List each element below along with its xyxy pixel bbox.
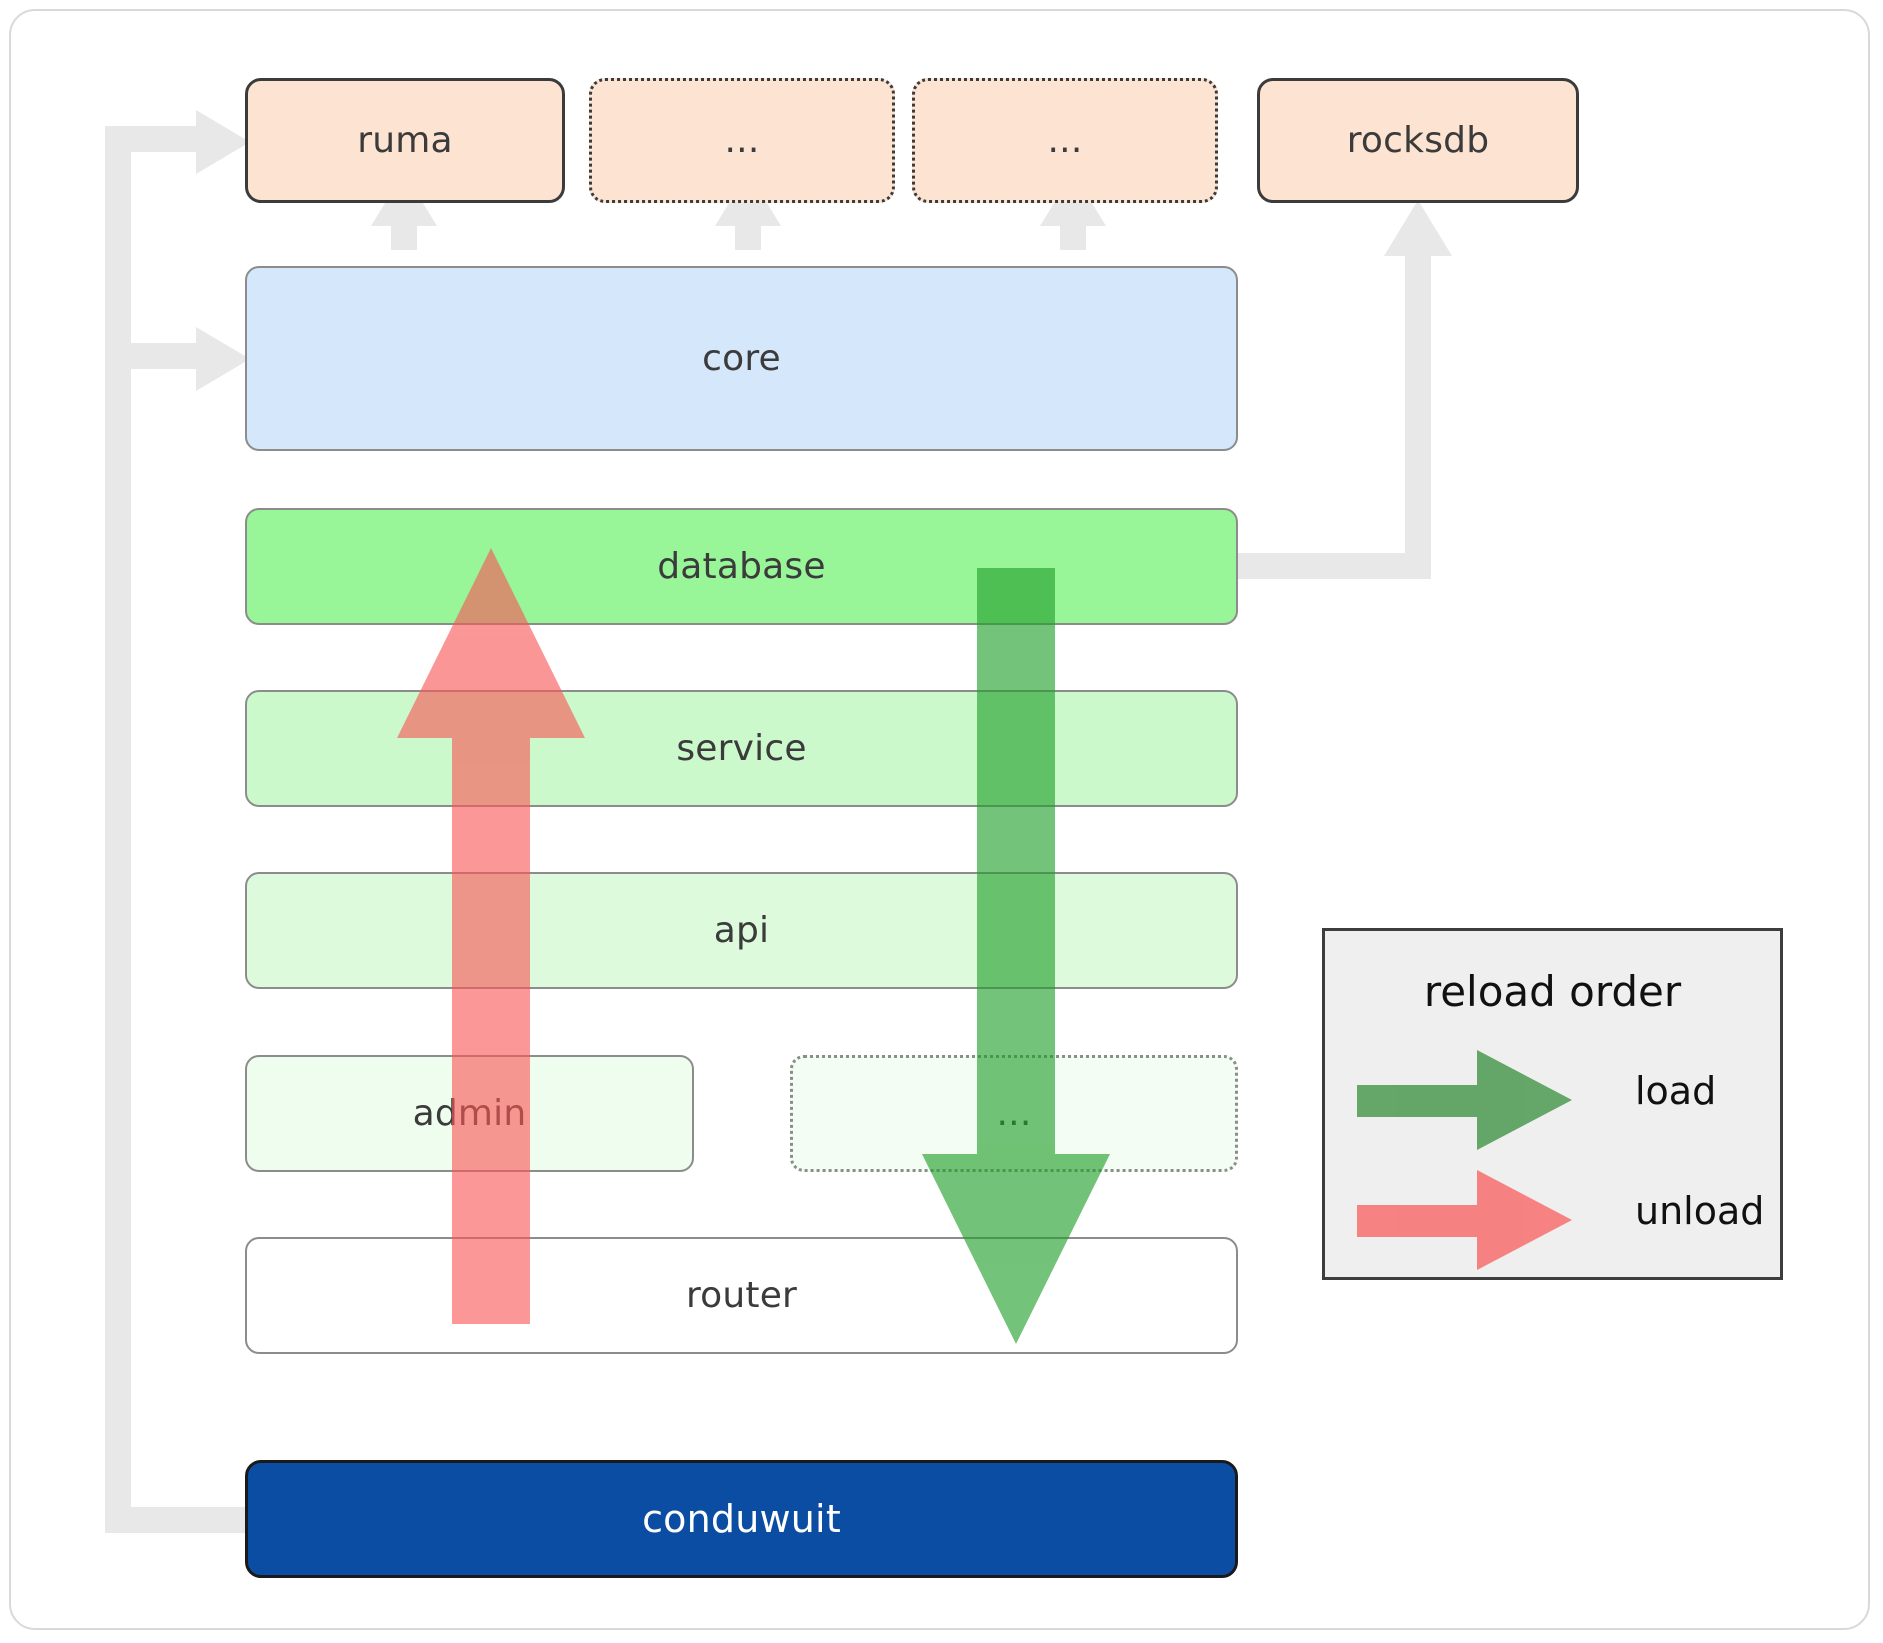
layer-box-core[interactable]: core	[245, 266, 1238, 451]
legend-label-unload: unload	[1635, 1189, 1765, 1233]
layer-label-service: service	[676, 728, 807, 769]
legend-row-load: load	[1325, 1050, 1780, 1150]
layer-box-router[interactable]: router	[245, 1237, 1238, 1354]
dep-box-ruma[interactable]: ruma	[245, 78, 565, 203]
layer-label-ellipsis: ...	[996, 1093, 1032, 1134]
legend-row-unload: unload	[1325, 1170, 1780, 1270]
layer-box-ellipsis[interactable]: ...	[790, 1055, 1238, 1172]
layer-label-core: core	[702, 338, 781, 379]
legend-unload-arrow-icon	[1357, 1170, 1572, 1270]
dep-label-ellipsis-1: ...	[724, 120, 760, 161]
root-label-conduwuit: conduwuit	[642, 1497, 841, 1541]
legend-load-arrow-icon	[1357, 1050, 1572, 1150]
layer-label-database: database	[657, 546, 826, 587]
dep-box-rocksdb[interactable]: rocksdb	[1257, 78, 1579, 203]
layer-label-admin: admin	[412, 1093, 527, 1134]
dep-label-ruma: ruma	[357, 120, 453, 161]
dep-label-ellipsis-2: ...	[1047, 120, 1083, 161]
root-box-conduwuit[interactable]: conduwuit	[245, 1460, 1238, 1578]
layer-label-api: api	[713, 910, 770, 951]
diagram-panel	[9, 9, 1870, 1630]
dep-box-ellipsis-2[interactable]: ...	[912, 78, 1218, 203]
legend-panel: reload order load unload	[1322, 928, 1783, 1280]
layer-box-database[interactable]: database	[245, 508, 1238, 625]
dep-box-ellipsis-1[interactable]: ...	[589, 78, 895, 203]
layer-box-admin[interactable]: admin	[245, 1055, 694, 1172]
dep-label-rocksdb: rocksdb	[1346, 120, 1490, 161]
legend-title: reload order	[1423, 967, 1682, 1016]
legend-label-load: load	[1635, 1069, 1717, 1113]
layer-box-api[interactable]: api	[245, 872, 1238, 989]
layer-box-service[interactable]: service	[245, 690, 1238, 807]
layer-label-router: router	[685, 1275, 798, 1316]
